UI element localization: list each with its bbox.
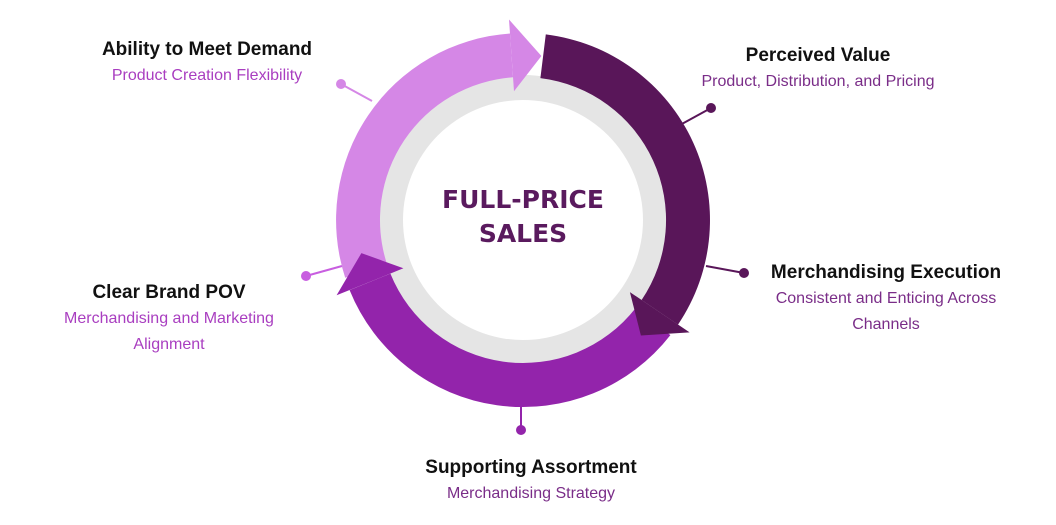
connector-brand	[301, 265, 343, 281]
label-title: Supporting Assortment	[425, 457, 637, 478]
center-title: FULL-PRICE SALES	[423, 183, 623, 251]
label-clear-brand-pov: Clear Brand POV Merchandising and Market…	[30, 280, 308, 358]
label-ability-to-meet-demand: Ability to Meet Demand Product Creation …	[52, 37, 362, 89]
connector-ability	[336, 79, 373, 102]
label-merchandising-execution: Merchandising Execution Consistent and E…	[745, 260, 1027, 338]
center-title-line1: FULL-PRICE	[442, 185, 604, 214]
label-subtitle: Product Creation Flexibility	[111, 67, 303, 84]
arrow-head	[509, 19, 542, 92]
label-subtitle: Product, Distribution, and Pricing	[701, 73, 935, 90]
label-subtitle: Merchandising and Marketing Alignment	[64, 310, 274, 353]
label-title: Perceived Value	[745, 45, 891, 66]
label-title: Clear Brand POV	[92, 282, 246, 303]
connector-perceived	[679, 103, 716, 126]
inner-circle-center	[403, 100, 643, 340]
label-perceived-value: Perceived Value Product, Distribution, a…	[668, 43, 968, 95]
arrow-segment-medium	[336, 253, 671, 408]
arrow-body	[540, 34, 710, 325]
label-title: Merchandising Execution	[770, 262, 1002, 283]
arrow-head	[336, 253, 404, 296]
center-title-line2: SALES	[478, 219, 568, 248]
label-subtitle: Merchandising Strategy	[446, 485, 616, 502]
label-supporting-assortment: Supporting Assortment Merchandising Stra…	[386, 455, 676, 507]
connector-merch-exec	[705, 265, 749, 278]
arrow-head	[629, 292, 690, 336]
arrow-body	[336, 33, 513, 278]
arrow-segment-light	[336, 19, 542, 278]
arrow-body	[349, 273, 671, 408]
label-subtitle: Consistent and Enticing Across Channels	[775, 290, 997, 333]
label-title: Ability to Meet Demand	[101, 39, 313, 60]
arrow-segment-dark	[540, 34, 710, 336]
